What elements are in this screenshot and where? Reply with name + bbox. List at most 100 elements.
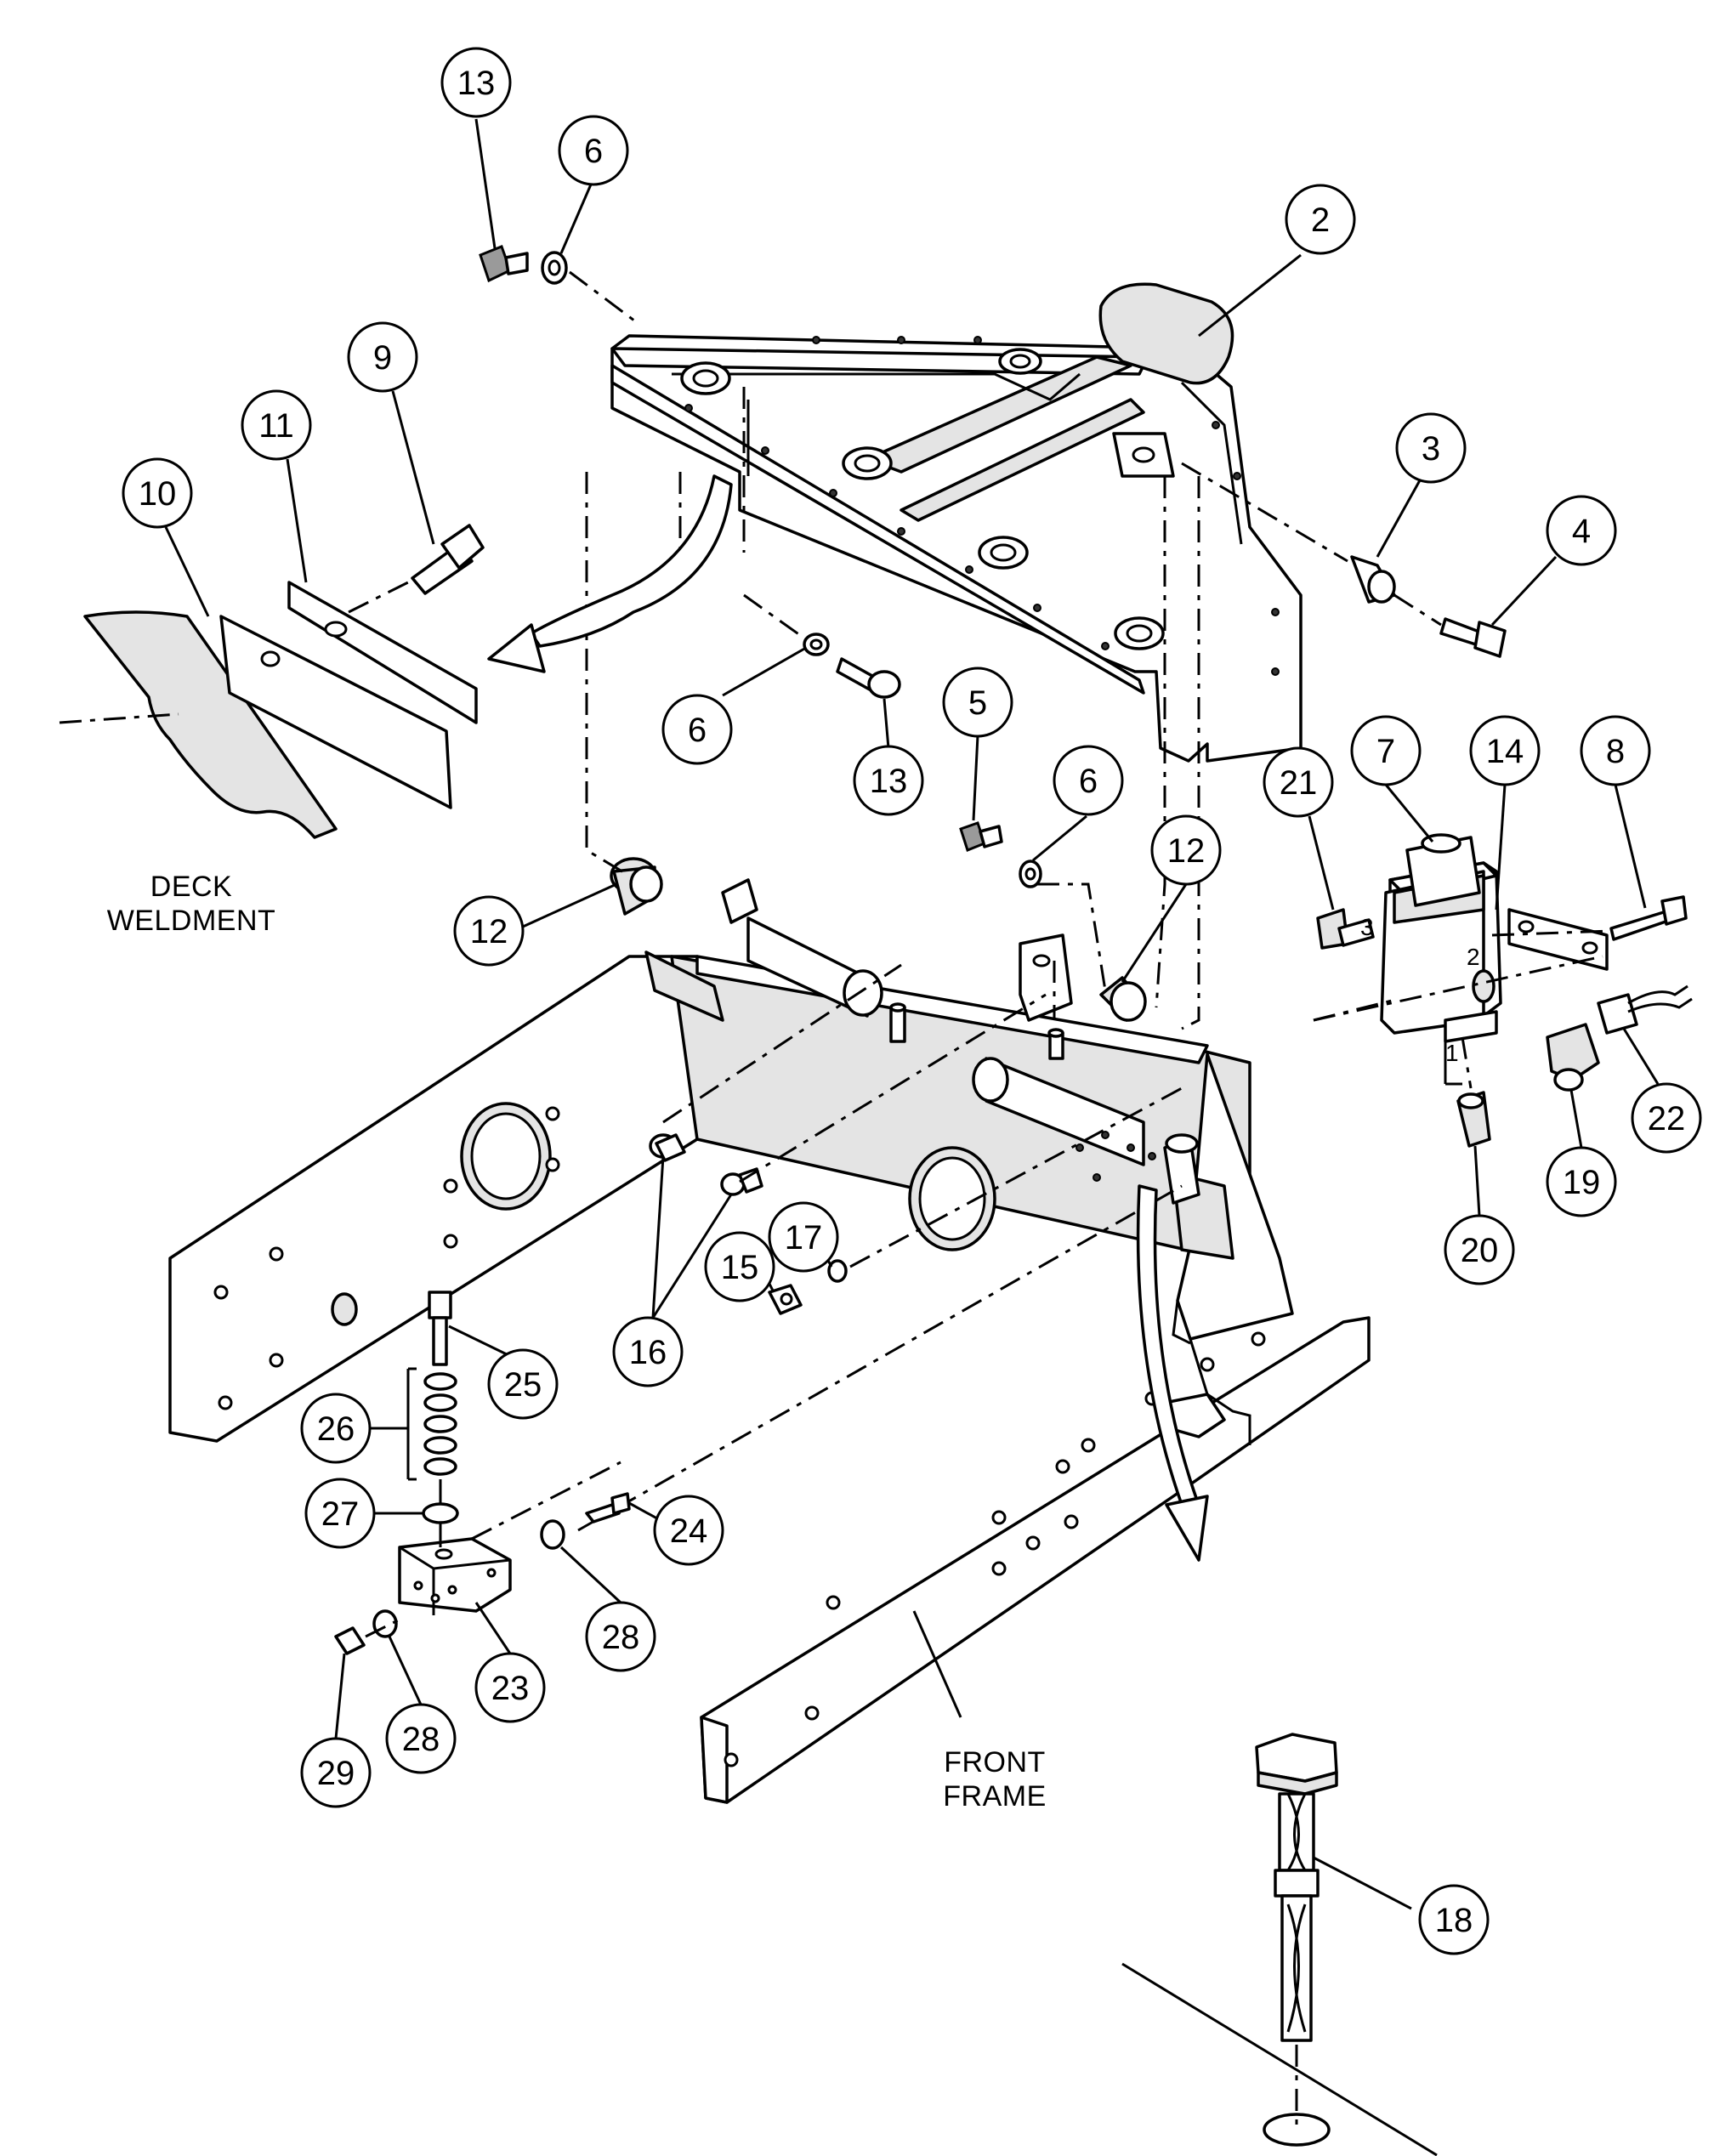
mounting-strip-10 [219,615,452,809]
callout-23: 23 [474,1652,546,1723]
pin-24 [585,1492,631,1523]
bolt-16-left [649,1133,686,1162]
svg-text:24: 24 [670,1512,708,1550]
bracket-14 [1507,908,1609,971]
svg-text:22: 22 [1648,1100,1686,1138]
pressure-switch-22 [1597,984,1693,1035]
port-1: 1 [1445,1040,1459,1066]
svg-text:7: 7 [1376,733,1395,770]
deck-weldment-section [83,610,338,839]
rubber-mount-left [610,857,663,916]
callout-6-mid: 6 [661,694,733,765]
callout-24: 24 [653,1495,724,1566]
svg-text:13: 13 [457,65,496,102]
callout-17: 17 [768,1201,839,1273]
svg-text:28: 28 [602,1619,640,1656]
port-2: 2 [1467,944,1480,970]
bolt-8 [1609,895,1688,941]
svg-text:12: 12 [470,913,508,950]
bolt-5 [959,821,1003,852]
svg-text:21: 21 [1280,764,1318,802]
svg-text:23: 23 [491,1670,530,1707]
block-23 [398,1537,512,1615]
screw-9 [411,524,485,595]
dipstick-18 [1255,1733,1338,2042]
callout-28-left: 28 [385,1703,457,1774]
svg-text:16: 16 [629,1334,667,1371]
svg-text:3: 3 [1422,430,1440,468]
washer-28-left [372,1609,398,1638]
svg-text:6: 6 [1079,763,1098,800]
front-frame [168,878,1371,1804]
tee-fitting-19 [1546,1023,1600,1092]
callout-5: 5 [942,667,1013,738]
callout-25: 25 [487,1348,559,1420]
bolt-16-right [720,1167,763,1196]
callout-20: 20 [1444,1214,1515,1285]
svg-text:6: 6 [584,133,603,170]
callout-27: 27 [304,1478,376,1549]
callout-29: 29 [300,1737,372,1808]
callout-6-top: 6 [558,115,629,186]
mounting-bar-11 [287,581,478,724]
spacer-3 [1350,555,1396,604]
nut-15 [768,1284,803,1315]
svg-text:14: 14 [1486,733,1524,770]
callout-15: 15 [704,1231,775,1302]
solenoid-valve-7 [1380,833,1502,1043]
callout-11: 11 [241,389,312,461]
svg-text:28: 28 [402,1721,440,1758]
svg-text:9: 9 [373,339,392,377]
washer-28-right [540,1519,565,1550]
svg-text:27: 27 [321,1495,360,1533]
callout-21: 21 [1263,746,1334,818]
callout-10: 10 [122,457,193,529]
svg-text:4: 4 [1572,513,1591,550]
fitting-20 [1456,1091,1491,1148]
callout-19: 19 [1546,1146,1617,1217]
svg-text:2: 2 [1311,201,1330,239]
callout-7: 7 [1350,715,1422,786]
callout-8: 8 [1580,715,1651,786]
callout-12-right: 12 [1150,814,1222,886]
svg-text:12: 12 [1167,832,1206,870]
callout-2: 2 [1285,184,1356,255]
svg-text:6: 6 [688,712,707,749]
direction-arrow-down [1136,1184,1209,1562]
rubber-mount-right [1099,976,1147,1022]
svg-text:10: 10 [139,475,177,513]
callout-9: 9 [347,321,418,393]
callout-6-right: 6 [1053,745,1124,816]
callout-16: 16 [612,1316,684,1387]
bolt-25 [428,1291,452,1366]
svg-text:5: 5 [968,684,987,722]
svg-text:25: 25 [504,1366,542,1404]
washer-6-right [1019,860,1042,888]
deck-weldment-label-line1: DECK [150,871,232,903]
direction-arrow-left [487,474,733,673]
washer-6-mid [803,633,830,656]
elbow-fitting-21 [1316,908,1375,950]
callout-4: 4 [1546,495,1617,566]
washer-stack-26 [423,1372,457,1476]
svg-text:17: 17 [785,1219,823,1257]
washer-27 [422,1502,459,1524]
callout-13-top: 13 [440,47,512,118]
callout-26: 26 [300,1393,372,1464]
svg-text:8: 8 [1606,733,1625,770]
svg-text:20: 20 [1461,1232,1499,1269]
callout-22: 22 [1631,1082,1702,1154]
svg-text:15: 15 [721,1249,759,1286]
bolt-13-top [479,245,529,283]
svg-text:26: 26 [317,1410,355,1448]
deck-weldment-label-line2: WELDMENT [107,905,276,937]
svg-text:13: 13 [870,763,908,800]
washer-17 [827,1259,848,1283]
bolt-13-mid [836,657,901,699]
front-frame-label-line1: FRONT [944,1746,1046,1779]
callout-14: 14 [1469,715,1541,786]
callout-18: 18 [1418,1884,1490,1955]
front-frame-label-line2: FRAME [943,1780,1047,1813]
callout-28-right: 28 [585,1601,656,1672]
